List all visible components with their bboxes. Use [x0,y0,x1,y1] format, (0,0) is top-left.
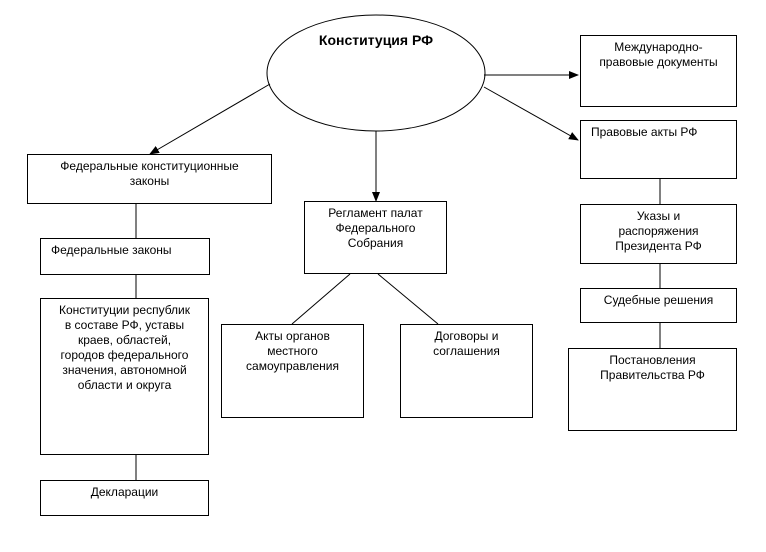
box-court-decisions: Судебные решения [580,288,737,323]
box-federal-constitutional-laws: Федеральные конституционные законы [27,154,272,204]
box-treaties: Договоры и соглашения [400,324,533,418]
root-label: Конституция РФ [318,32,434,48]
box-federal-laws: Федеральные законы [40,238,210,275]
connector-reglament-local-acts [291,273,351,325]
arrow-root-to-fkz [149,83,271,155]
box-presidential-decrees: Указы и распоряжения Президента РФ [580,204,737,264]
box-government-resolutions: Постановления Правительства РФ [568,348,737,431]
box-declarations: Декларации [40,480,209,516]
box-legal-acts: Правовые акты РФ [580,120,737,179]
box-republic-constitutions: Конституции республик в составе РФ, уста… [40,298,209,455]
box-reglament: Регламент палат Федерального Собрания [304,201,447,274]
box-local-acts: Акты органов местного самоуправления [221,324,364,418]
box-international-documents: Международно- правовые документы [580,35,737,107]
connector-reglament-treaties [377,273,439,325]
arrow-root-to-legal-acts [483,86,579,141]
